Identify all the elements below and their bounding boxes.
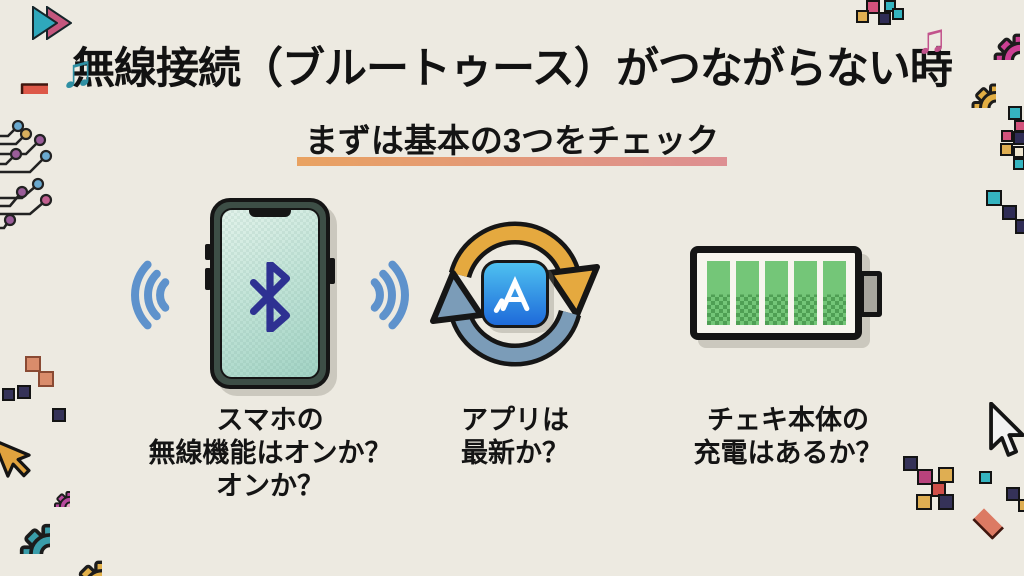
battery-full-icon	[648, 196, 928, 391]
pixel-square	[1000, 143, 1013, 156]
pixel-square	[1013, 131, 1024, 145]
fast-forward-triangle-icon	[32, 6, 58, 40]
subtitle-row: まずは基本の3つをチェック	[0, 114, 1024, 166]
pixel-square	[2, 388, 15, 401]
subtitle-highlighted: まずは基本の3つをチェック	[296, 114, 728, 166]
teal-music-note-icon: ♫	[60, 45, 95, 97]
phone-side-button	[205, 244, 211, 260]
caption-line: 最新か？	[461, 437, 569, 468]
pixel-square	[892, 8, 904, 20]
battery-body	[690, 245, 862, 340]
check-item-wireless: スマホの 無線機能はオンか？ オンか？	[110, 196, 430, 503]
battery-bar	[764, 260, 788, 325]
circuit-board-icon	[0, 120, 53, 230]
signal-waves-left-icon	[131, 260, 170, 330]
check-caption: チェキ本体の 充電はあるか？	[694, 404, 883, 470]
pixel-square	[938, 467, 954, 483]
pixel-square	[916, 494, 932, 510]
red-arrow-right-icon	[20, 73, 48, 94]
check-caption: スマホの 無線機能はオンか？ オンか？	[149, 404, 392, 503]
signal-waves-right-icon	[370, 260, 409, 330]
gold-gear-icon	[74, 560, 102, 576]
pixel-square	[1013, 146, 1024, 158]
pixel-square	[903, 456, 918, 471]
phone-body	[205, 198, 335, 389]
pixel-square	[866, 0, 880, 14]
battery-bar	[822, 260, 846, 325]
check-caption: アプリは 最新か？	[461, 404, 569, 470]
check-item-app: アプリは 最新か？	[412, 196, 618, 470]
battery-bar	[793, 260, 817, 325]
pixel-square	[938, 494, 954, 510]
caption-line: 充電はあるか？	[693, 437, 883, 468]
pixel-square	[38, 371, 54, 387]
teal-gear-icon	[19, 523, 50, 554]
caption-line: スマホの	[216, 405, 324, 435]
salmon-arrow-icon	[946, 508, 1013, 547]
pixel-square	[52, 408, 66, 422]
pixel-square	[25, 356, 41, 372]
pixel-square	[1006, 487, 1020, 501]
pixel-square	[917, 469, 933, 485]
battery-bar	[706, 260, 730, 325]
battery-bar	[735, 260, 759, 325]
mouse-cursor-icon	[989, 402, 1024, 457]
app-store-icon	[481, 259, 549, 328]
pixel-square	[1002, 205, 1017, 220]
smartphone-bluetooth-icon	[110, 196, 430, 391]
gold-arrowhead	[546, 263, 600, 318]
check-item-battery: チェキ本体の 充電はあるか？	[648, 196, 928, 470]
pixel-square	[856, 10, 869, 23]
pixel-square	[1001, 130, 1013, 142]
page-title: 無線接続（ブルートゥース）がつながらない時	[72, 45, 953, 93]
phone-notch	[249, 208, 291, 217]
phone-side-button	[329, 258, 335, 284]
pink-gear-icon	[993, 33, 1020, 60]
pixel-square	[1018, 499, 1024, 512]
pixel-square	[979, 471, 992, 484]
pixel-square	[878, 12, 891, 25]
blue-arrowhead	[430, 269, 484, 324]
caption-line: アプリは	[461, 405, 569, 435]
yellow-gear-icon	[971, 83, 996, 108]
battery-terminal	[859, 270, 882, 317]
phone-side-button	[205, 268, 211, 290]
gold-cursor-icon	[0, 428, 38, 483]
pixel-square	[1015, 219, 1024, 234]
pixel-square	[17, 385, 31, 399]
caption-line: チェキ本体の	[707, 405, 869, 435]
pixel-square	[1008, 106, 1022, 120]
update-arrows-icon	[430, 220, 600, 367]
pixel-square	[1013, 158, 1024, 170]
bluetooth-icon	[249, 262, 291, 333]
pixel-square	[986, 190, 1002, 206]
app-update-icon	[412, 196, 618, 391]
caption-line: オンか？	[216, 470, 324, 501]
pink-music-note-icon: ♫	[916, 15, 948, 62]
caption-line: 無線機能はオンか？	[148, 437, 392, 468]
